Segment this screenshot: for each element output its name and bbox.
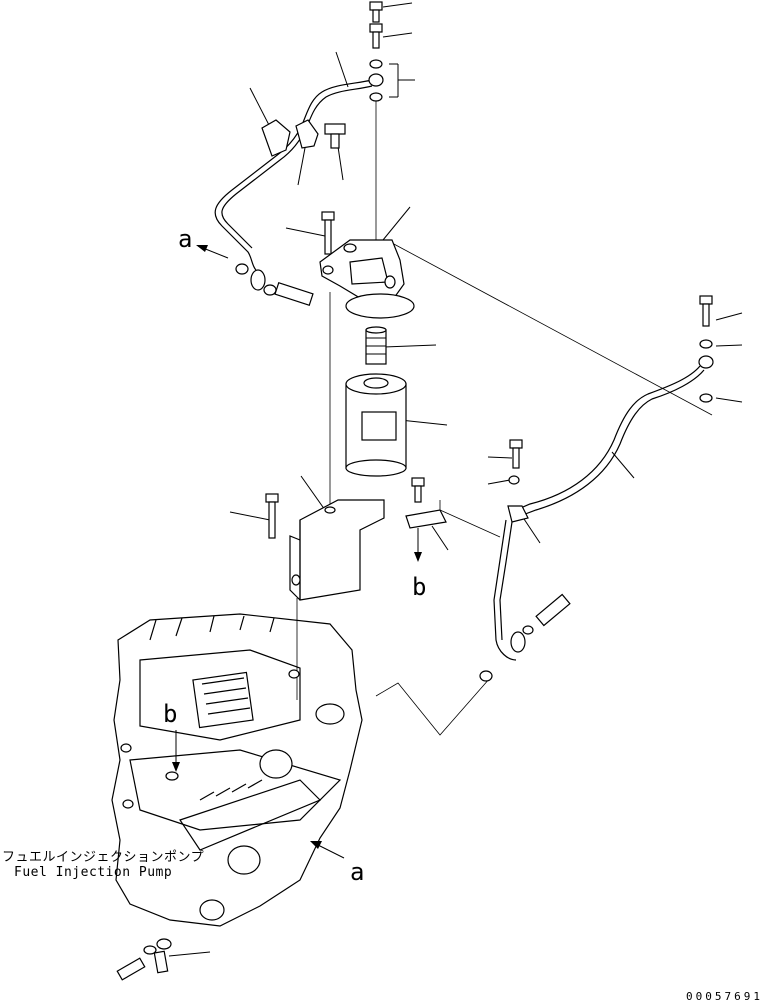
leader-lines (168, 2, 743, 957)
fuel-filter-cartridge (345, 373, 407, 477)
label-a-upper: a (178, 225, 192, 253)
pump-name-en: Fuel Injection Pump (14, 865, 172, 880)
assembly-lines (296, 100, 713, 736)
filter-head (319, 239, 415, 319)
label-a-engine: a (350, 858, 364, 886)
label-b-view: b (412, 573, 426, 601)
filter-nipple (365, 326, 387, 365)
bottom-fittings (116, 938, 172, 981)
fuel-pipe-right (405, 295, 714, 682)
pipe-clips (261, 119, 346, 157)
pump-name-jp: フュエルインジェクションポンプ (2, 850, 204, 865)
label-b-engine: b (163, 700, 177, 728)
engine-block (111, 613, 363, 927)
top-bolts (368, 1, 384, 102)
filter-head-bolt (321, 211, 335, 255)
filter-bracket (265, 493, 385, 601)
drawing-number: 00057691 (686, 990, 762, 1002)
